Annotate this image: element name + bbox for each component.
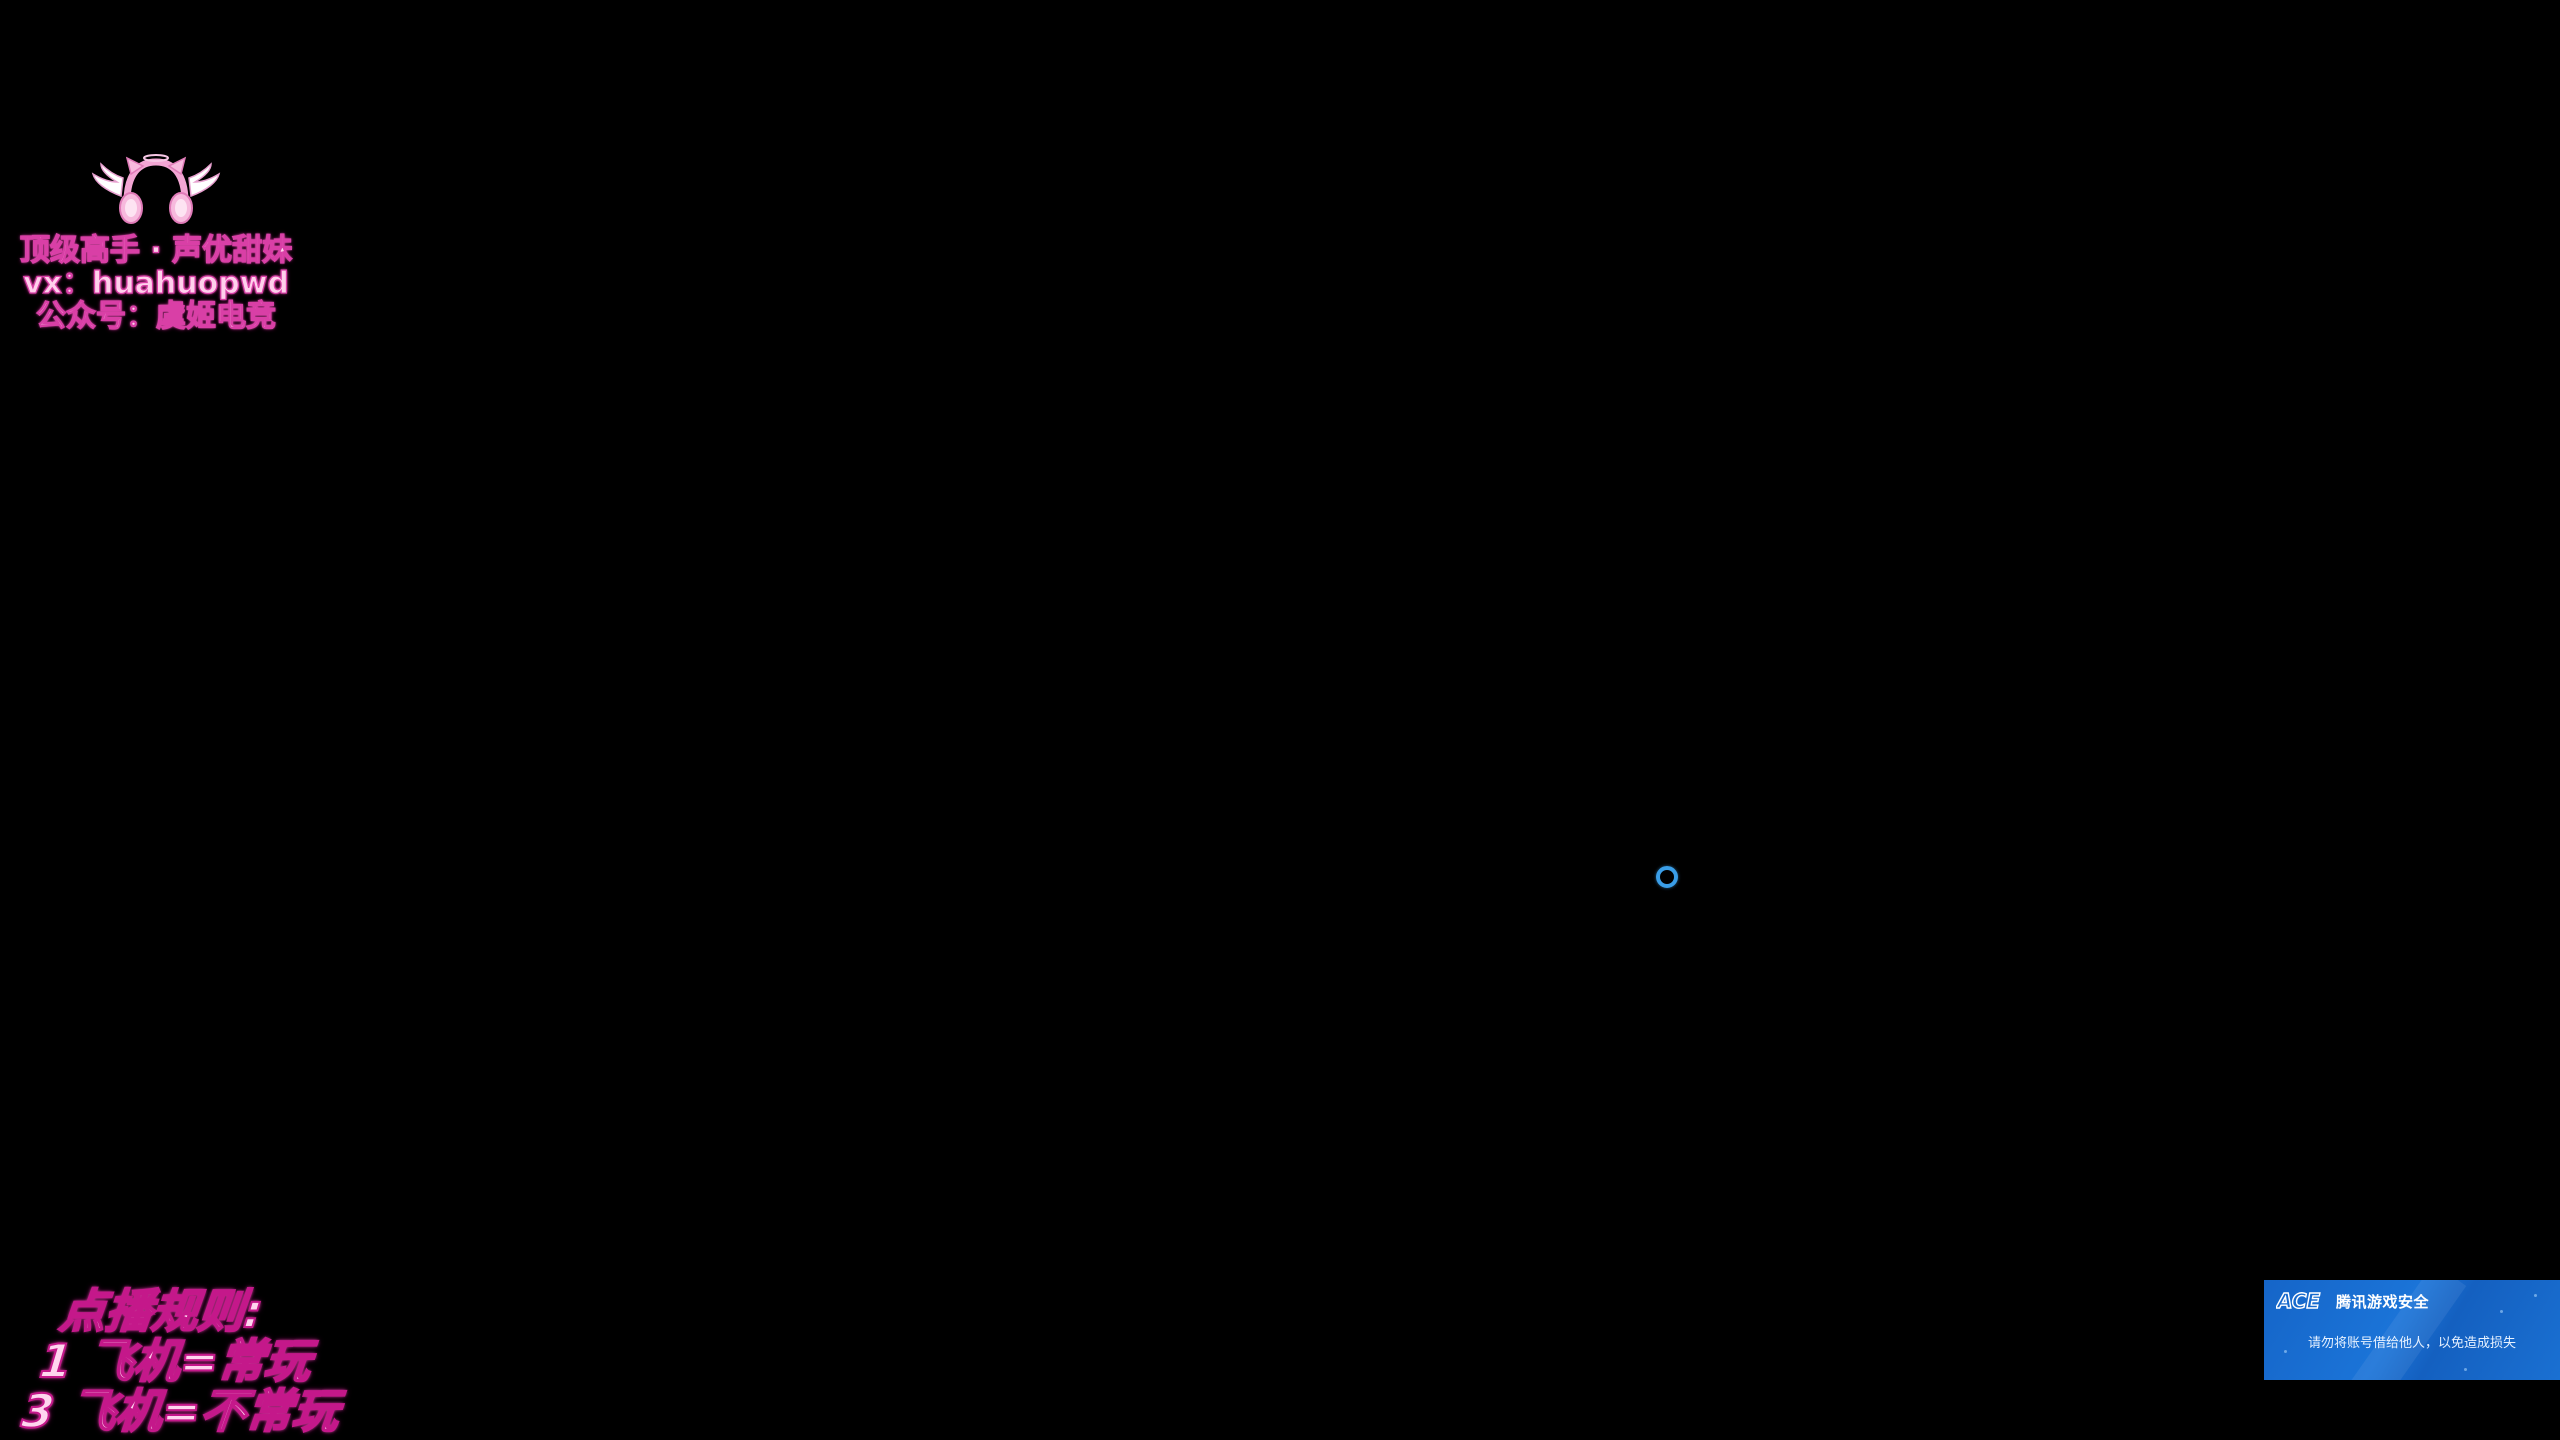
ace-message: 请勿将账号借给他人，以免造成损失 [2307, 1336, 2516, 1351]
toast-sparkle [2500, 1310, 2503, 1313]
overlay-public-account: 公众号：虞姬电竞 [35, 299, 276, 334]
request-rules-overlay: 点播规则: 1 飞机=常玩 3 飞机=不常玩 [8, 1283, 342, 1439]
ace-header: ACE 腾讯游戏安全 [2276, 1290, 2429, 1312]
rules-line-1: 1 飞机=常玩 [36, 1333, 314, 1389]
loading-spinner-icon [1656, 866, 1678, 888]
ace-logo-icon: ACE [2276, 1290, 2321, 1312]
rules-heading: 点播规则: [56, 1283, 266, 1339]
overlay-tagline: 顶级高手 · 声优甜妹 [19, 233, 293, 268]
ace-security-notification[interactable]: ACE 腾讯游戏安全 请勿将账号借给他人，以免造成损失 [2264, 1280, 2560, 1380]
winged-headphones-logo-icon [91, 154, 221, 224]
overlay-wechat: vx：huahuopwd [22, 266, 289, 301]
streamer-overlay: 顶级高手 · 声优甜妹 vx：huahuopwd 公众号：虞姬电竞 [8, 152, 304, 334]
ace-title: 腾讯游戏安全 [2336, 1292, 2430, 1311]
svg-text:ACE: ACE [2276, 1290, 2321, 1312]
toast-sparkle [2534, 1294, 2537, 1297]
rules-line-2: 3 飞机=不常玩 [18, 1383, 342, 1439]
toast-sparkle [2284, 1350, 2287, 1353]
toast-sparkle [2464, 1368, 2467, 1371]
